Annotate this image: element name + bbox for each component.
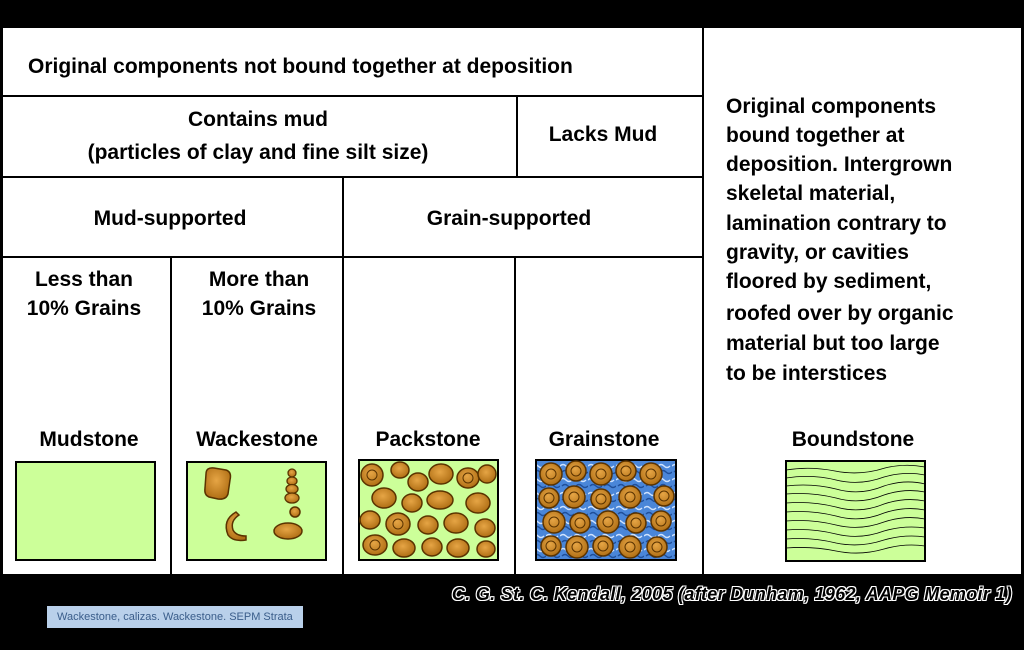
bound-description-line: material but too large: [726, 332, 940, 355]
boundstone-illustration: [785, 460, 926, 562]
label-boundstone: Boundstone: [792, 428, 914, 451]
image-caption[interactable]: Wackestone, calizas. Wackestone. SEPM St…: [47, 606, 303, 628]
label-packstone: Packstone: [375, 428, 480, 451]
header-more-than-grains: 10% Grains: [202, 297, 316, 320]
header-less-than-grains: 10% Grains: [27, 297, 141, 320]
wackestone-illustration: [186, 461, 327, 561]
header-contains-mud-detail: (particles of clay and fine silt size): [88, 141, 429, 164]
bound-description-line: lamination contrary to: [726, 212, 947, 235]
bound-description-line: to be interstices: [726, 362, 887, 385]
header-lacks-mud: Lacks Mud: [549, 123, 658, 146]
label-wackestone: Wackestone: [196, 428, 318, 451]
label-grainstone: Grainstone: [549, 428, 660, 451]
label-mudstone: Mudstone: [39, 428, 138, 451]
bound-description-line: gravity, or cavities: [726, 241, 909, 264]
header-less-than: Less than: [35, 268, 133, 291]
bound-description-line: deposition. Intergrown: [726, 153, 952, 176]
bound-description-line: roofed over by organic: [726, 302, 954, 325]
bound-description-line: skeletal material,: [726, 182, 895, 205]
grainstone-illustration: [535, 459, 677, 561]
header-mud-supported: Mud-supported: [94, 207, 247, 230]
bound-description-line: bound together at: [726, 124, 904, 147]
mudstone-illustration: [15, 461, 156, 561]
header-contains-mud: Contains mud: [188, 108, 328, 131]
citation: C. G. St. C. Kendall, 2005 (after Dunham…: [451, 584, 1012, 604]
bound-description-line: floored by sediment,: [726, 270, 931, 293]
header-more-than: More than: [209, 268, 309, 291]
header-not-bound: Original components not bound together a…: [28, 55, 573, 78]
table-grid: [2, 27, 704, 575]
bound-description: Original components bound together at de…: [726, 95, 954, 385]
header-grain-supported: Grain-supported: [427, 207, 592, 230]
bound-description-line: Original components: [726, 95, 936, 118]
packstone-illustration: [358, 459, 499, 561]
